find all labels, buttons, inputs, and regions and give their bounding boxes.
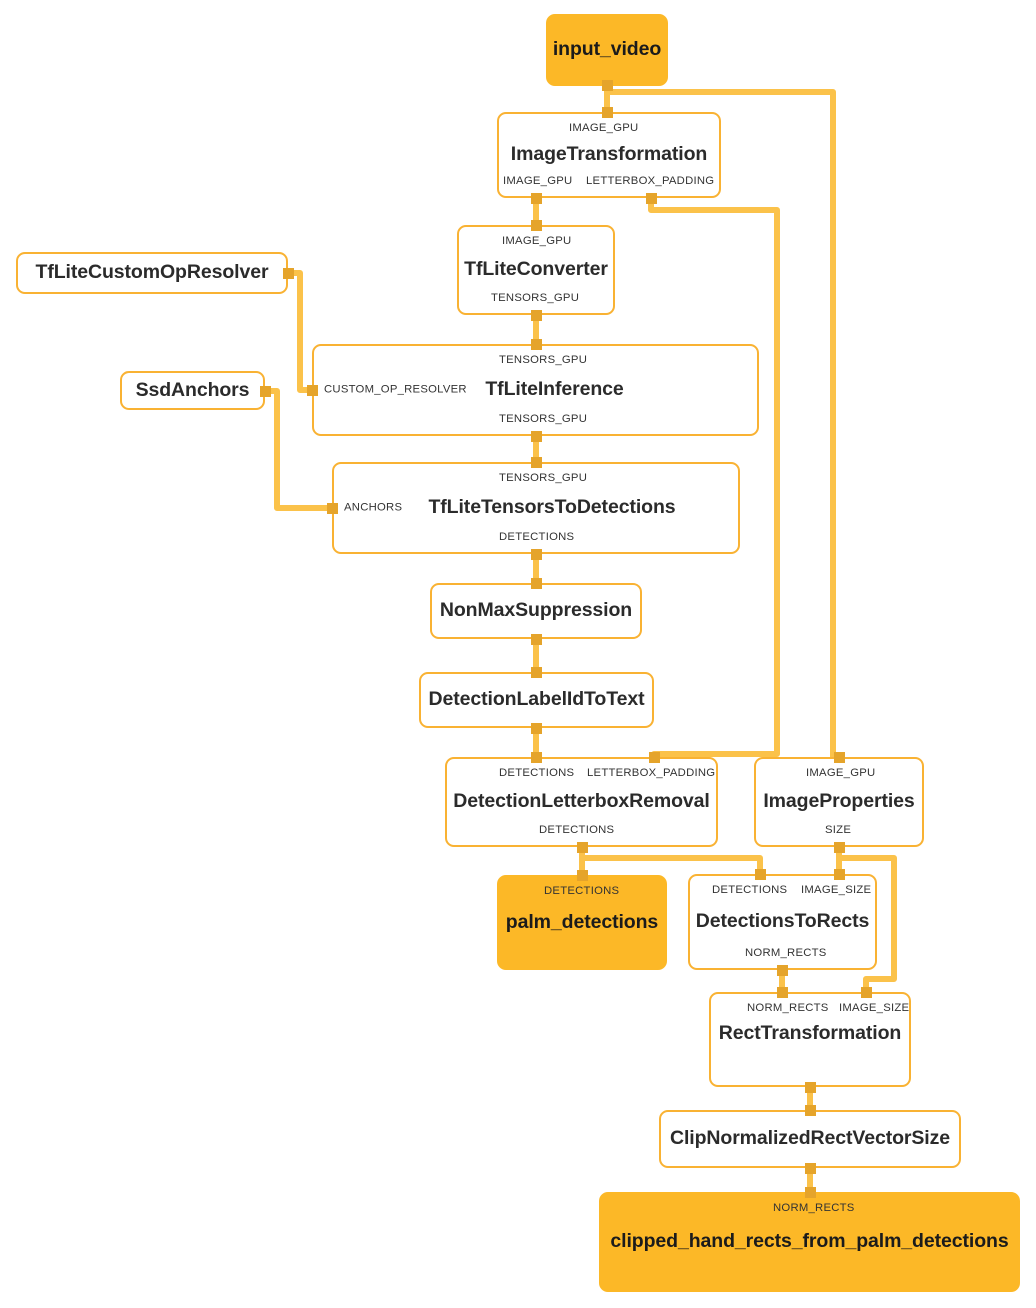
node-image-transformation[interactable]: IMAGE_GPU ImageTransformation IMAGE_GPU … [497, 112, 721, 198]
node-palm-detections[interactable]: DETECTIONS palm_detections [497, 875, 667, 970]
port-tflite_converter-out-tensors_gpu[interactable] [530, 310, 542, 321]
node-title: DetectionsToRects [695, 910, 870, 933]
node-image-properties[interactable]: IMAGE_GPU ImageProperties SIZE [754, 757, 924, 847]
node-clip-normalized-rect-vector-size[interactable]: ClipNormalizedRectVectorSize [659, 1110, 961, 1168]
node-rect-transformation[interactable]: NORM_RECTS IMAGE_SIZE RectTransformation [709, 992, 911, 1087]
port-palm_detections-in-detections[interactable] [576, 870, 588, 881]
port-label-tensors-gpu-in: TENSORS_GPU [499, 354, 588, 366]
port-detection_letterbox_removal-in-letterbox_padding[interactable] [648, 752, 660, 763]
port-label-image-gpu-out: IMAGE_GPU [503, 174, 573, 187]
port-non_max_suppression-in[interactable] [530, 578, 542, 589]
port-image_properties-in-image_gpu[interactable] [833, 752, 845, 763]
port-label-letterbox-padding-out: LETTERBOX_PADDING [586, 174, 715, 187]
port-label-tensors-gpu-in: TENSORS_GPU [499, 472, 588, 484]
node-title: TfLiteCustomOpResolver [35, 261, 269, 284]
node-title: clipped_hand_rects_from_palm_detections [610, 1230, 1009, 1253]
port-label-norm-rects-out: NORM_RECTS [745, 946, 827, 959]
port-label-tensors-gpu-out: TENSORS_GPU [499, 412, 588, 425]
node-detection-letterbox-removal[interactable]: DETECTIONS LETTERBOX_PADDING DetectionLe… [445, 757, 718, 847]
port-image_properties-out-size[interactable] [833, 842, 845, 853]
node-title: palm_detections [505, 910, 659, 933]
port-clip_normalized_rect_vector_size-out[interactable] [804, 1163, 816, 1174]
port-rect_transformation-in-image_size[interactable] [860, 987, 872, 998]
port-input_video-out[interactable] [601, 80, 613, 91]
node-title: SsdAnchors [135, 378, 250, 401]
node-tflite-custom-op-resolver[interactable]: TfLiteCustomOpResolver [16, 252, 288, 294]
port-tflite_tensors_to_detections-in-tensors_gpu[interactable] [530, 457, 542, 468]
edge-tflite_custom_op_resolver-tflite_inference [288, 270, 314, 393]
port-detections_to_rects-in-detections[interactable] [754, 869, 766, 880]
node-title: DetectionLabelIdToText [428, 688, 645, 711]
node-detections-to-rects[interactable]: DETECTIONS IMAGE_SIZE DetectionsToRects … [688, 874, 877, 970]
node-tflite-inference[interactable]: TENSORS_GPU CUSTOM_OP_RESOLVER TfLiteInf… [312, 344, 759, 436]
port-tflite_inference-in-tensors_gpu[interactable] [530, 339, 542, 350]
port-label-letterbox-padding-in: LETTERBOX_PADDING [587, 767, 716, 779]
node-title: NonMaxSuppression [439, 599, 633, 622]
port-tflite_custom_op_resolver-out[interactable] [283, 267, 294, 279]
port-label-detections-in: DETECTIONS [499, 767, 575, 779]
port-detection_label_id_to_text-in[interactable] [530, 667, 542, 678]
node-title: TfLiteInference [485, 378, 624, 401]
node-title: TfLiteConverter [464, 258, 608, 281]
port-label-detections-out: DETECTIONS [539, 823, 615, 836]
node-title: DetectionLetterboxRemoval [453, 790, 710, 813]
node-title: ClipNormalizedRectVectorSize [669, 1127, 951, 1150]
node-ssd-anchors[interactable]: SsdAnchors [120, 371, 265, 410]
port-ssd_anchors-out[interactable] [260, 385, 271, 397]
port-tflite_inference-out-tensors_gpu[interactable] [530, 431, 542, 442]
node-title: input_video [552, 38, 662, 61]
port-tflite_tensors_to_detections-in-anchors[interactable] [327, 502, 338, 514]
port-label-detections-out: DETECTIONS [499, 530, 575, 543]
port-label-image-gpu-in: IMAGE_GPU [502, 235, 572, 247]
node-title: ImageProperties [763, 790, 915, 813]
node-input-video[interactable]: input_video [546, 14, 668, 86]
node-clipped-hand-rects-from-palm-detections[interactable]: NORM_RECTS clipped_hand_rects_from_palm_… [599, 1192, 1020, 1292]
node-tflite-tensors-to-detections[interactable]: TENSORS_GPU ANCHORS TfLiteTensorsToDetec… [332, 462, 740, 554]
port-tflite_converter-in-image_gpu[interactable] [530, 220, 542, 231]
port-detections_to_rects-in-image_size[interactable] [833, 869, 845, 880]
port-detections_to_rects-out-norm_rects[interactable] [776, 965, 788, 976]
port-label-detections-in: DETECTIONS [712, 884, 788, 896]
port-clipped_hand_rects-in-norm_rects[interactable] [804, 1187, 816, 1198]
port-tflite_tensors_to_detections-out-detections[interactable] [530, 549, 542, 560]
port-label-size-out: SIZE [825, 823, 852, 836]
node-title: ImageTransformation [510, 143, 708, 166]
port-label-image-gpu-in: IMAGE_GPU [806, 767, 876, 779]
port-label-tensors-gpu-out: TENSORS_GPU [491, 291, 580, 304]
node-non-max-suppression[interactable]: NonMaxSuppression [430, 583, 642, 639]
node-tflite-converter[interactable]: IMAGE_GPU TfLiteConverter TENSORS_GPU [457, 225, 615, 315]
port-label-detections-in: DETECTIONS [544, 885, 620, 897]
port-non_max_suppression-out[interactable] [530, 634, 542, 645]
port-label-anchors-in: ANCHORS [344, 501, 403, 514]
port-label-custom-op-resolver-in: CUSTOM_OP_RESOLVER [324, 383, 467, 396]
port-label-norm-rects-in: NORM_RECTS [747, 1002, 829, 1014]
port-label-image-size-in: IMAGE_SIZE [801, 884, 872, 896]
node-title: RectTransformation [718, 1021, 902, 1044]
port-image_transformation-out-image_gpu[interactable] [530, 193, 542, 204]
port-rect_transformation-out[interactable] [804, 1082, 816, 1093]
port-rect_transformation-in-norm_rects[interactable] [776, 987, 788, 998]
port-clip_normalized_rect_vector_size-in[interactable] [804, 1105, 816, 1116]
port-label-image-size-in: IMAGE_SIZE [839, 1002, 910, 1014]
port-detection_letterbox_removal-out-detections[interactable] [576, 842, 588, 853]
port-detection_label_id_to_text-out[interactable] [530, 723, 542, 734]
node-detection-label-id-to-text[interactable]: DetectionLabelIdToText [419, 672, 654, 728]
node-title: TfLiteTensorsToDetections [428, 496, 676, 519]
port-image_transformation-in-image_gpu[interactable] [601, 107, 613, 118]
port-image_transformation-out-letterbox_padding[interactable] [645, 193, 657, 204]
port-tflite_inference-in-custom_op_resolver[interactable] [307, 384, 318, 396]
port-label-norm-rects-in: NORM_RECTS [773, 1202, 855, 1214]
port-label-image-gpu-in: IMAGE_GPU [569, 122, 639, 134]
port-detection_letterbox_removal-in-detections[interactable] [530, 752, 542, 763]
